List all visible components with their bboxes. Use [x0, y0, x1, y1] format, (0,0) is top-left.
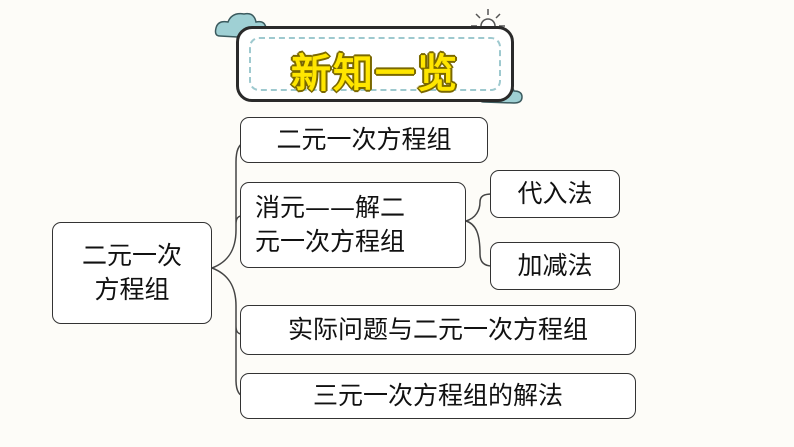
root-brace — [211, 142, 245, 397]
banner-dashed-border — [249, 37, 501, 91]
branch-node-2: 消元——解二 元一次方程组 — [240, 182, 466, 268]
sub-brace — [465, 193, 493, 267]
root-line-1: 二元一次 — [81, 241, 182, 271]
branch-node-3: 实际问题与二元一次方程组 — [240, 305, 636, 355]
branch-node-1: 二元一次方程组 — [240, 117, 488, 163]
title-banner: 新知一览 — [236, 26, 514, 102]
root-node: 二元一次 方程组 — [52, 222, 212, 324]
branch-2-line-1: 消元——解二 — [255, 193, 406, 223]
page-title: 新知一览 — [291, 50, 459, 97]
root-line-2: 方程组 — [94, 275, 170, 304]
branch-node-4: 三元一次方程组的解法 — [240, 373, 636, 419]
branch-2-line-2: 元一次方程组 — [255, 227, 406, 256]
sub-node-elimination: 加减法 — [490, 242, 620, 290]
sub-node-substitution: 代入法 — [490, 170, 620, 218]
